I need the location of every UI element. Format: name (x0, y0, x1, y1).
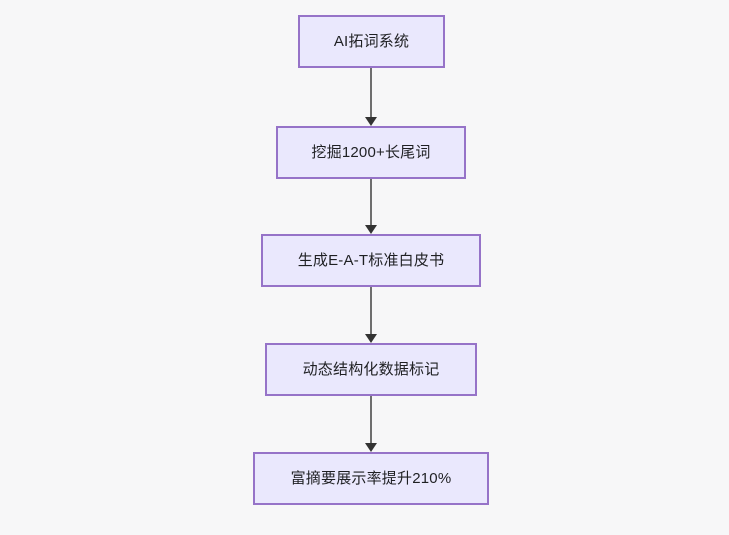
flowchart-edge-1-line (370, 68, 372, 118)
flowchart-node-4[interactable]: 动态结构化数据标记 (265, 343, 477, 396)
flowchart-node-1[interactable]: AI拓词系统 (298, 15, 445, 68)
flowchart-edge-3-arrowhead-icon (365, 334, 377, 343)
flowchart-node-3[interactable]: 生成E-A-T标准白皮书 (261, 234, 481, 287)
flowchart-node-5-label: 富摘要展示率提升210% (290, 470, 452, 487)
flowchart-edge-1-arrowhead-icon (365, 117, 377, 126)
flowchart-edge-4-line (370, 396, 372, 444)
flowchart-edge-3-line (370, 287, 372, 335)
flowchart-edge-2-arrowhead-icon (365, 225, 377, 234)
flowchart-node-4-label: 动态结构化数据标记 (302, 361, 440, 378)
flowchart-edge-2-line (370, 179, 372, 226)
flowchart-node-2[interactable]: 挖掘1200+长尾词 (276, 126, 466, 179)
flowchart-node-3-label: 生成E-A-T标准白皮书 (297, 252, 445, 269)
flowchart-edge-4-arrowhead-icon (365, 443, 377, 452)
flowchart-node-1-label: AI拓词系统 (333, 33, 410, 50)
flowchart-node-5[interactable]: 富摘要展示率提升210% (253, 452, 489, 505)
flowchart-node-2-label: 挖掘1200+长尾词 (311, 144, 431, 161)
